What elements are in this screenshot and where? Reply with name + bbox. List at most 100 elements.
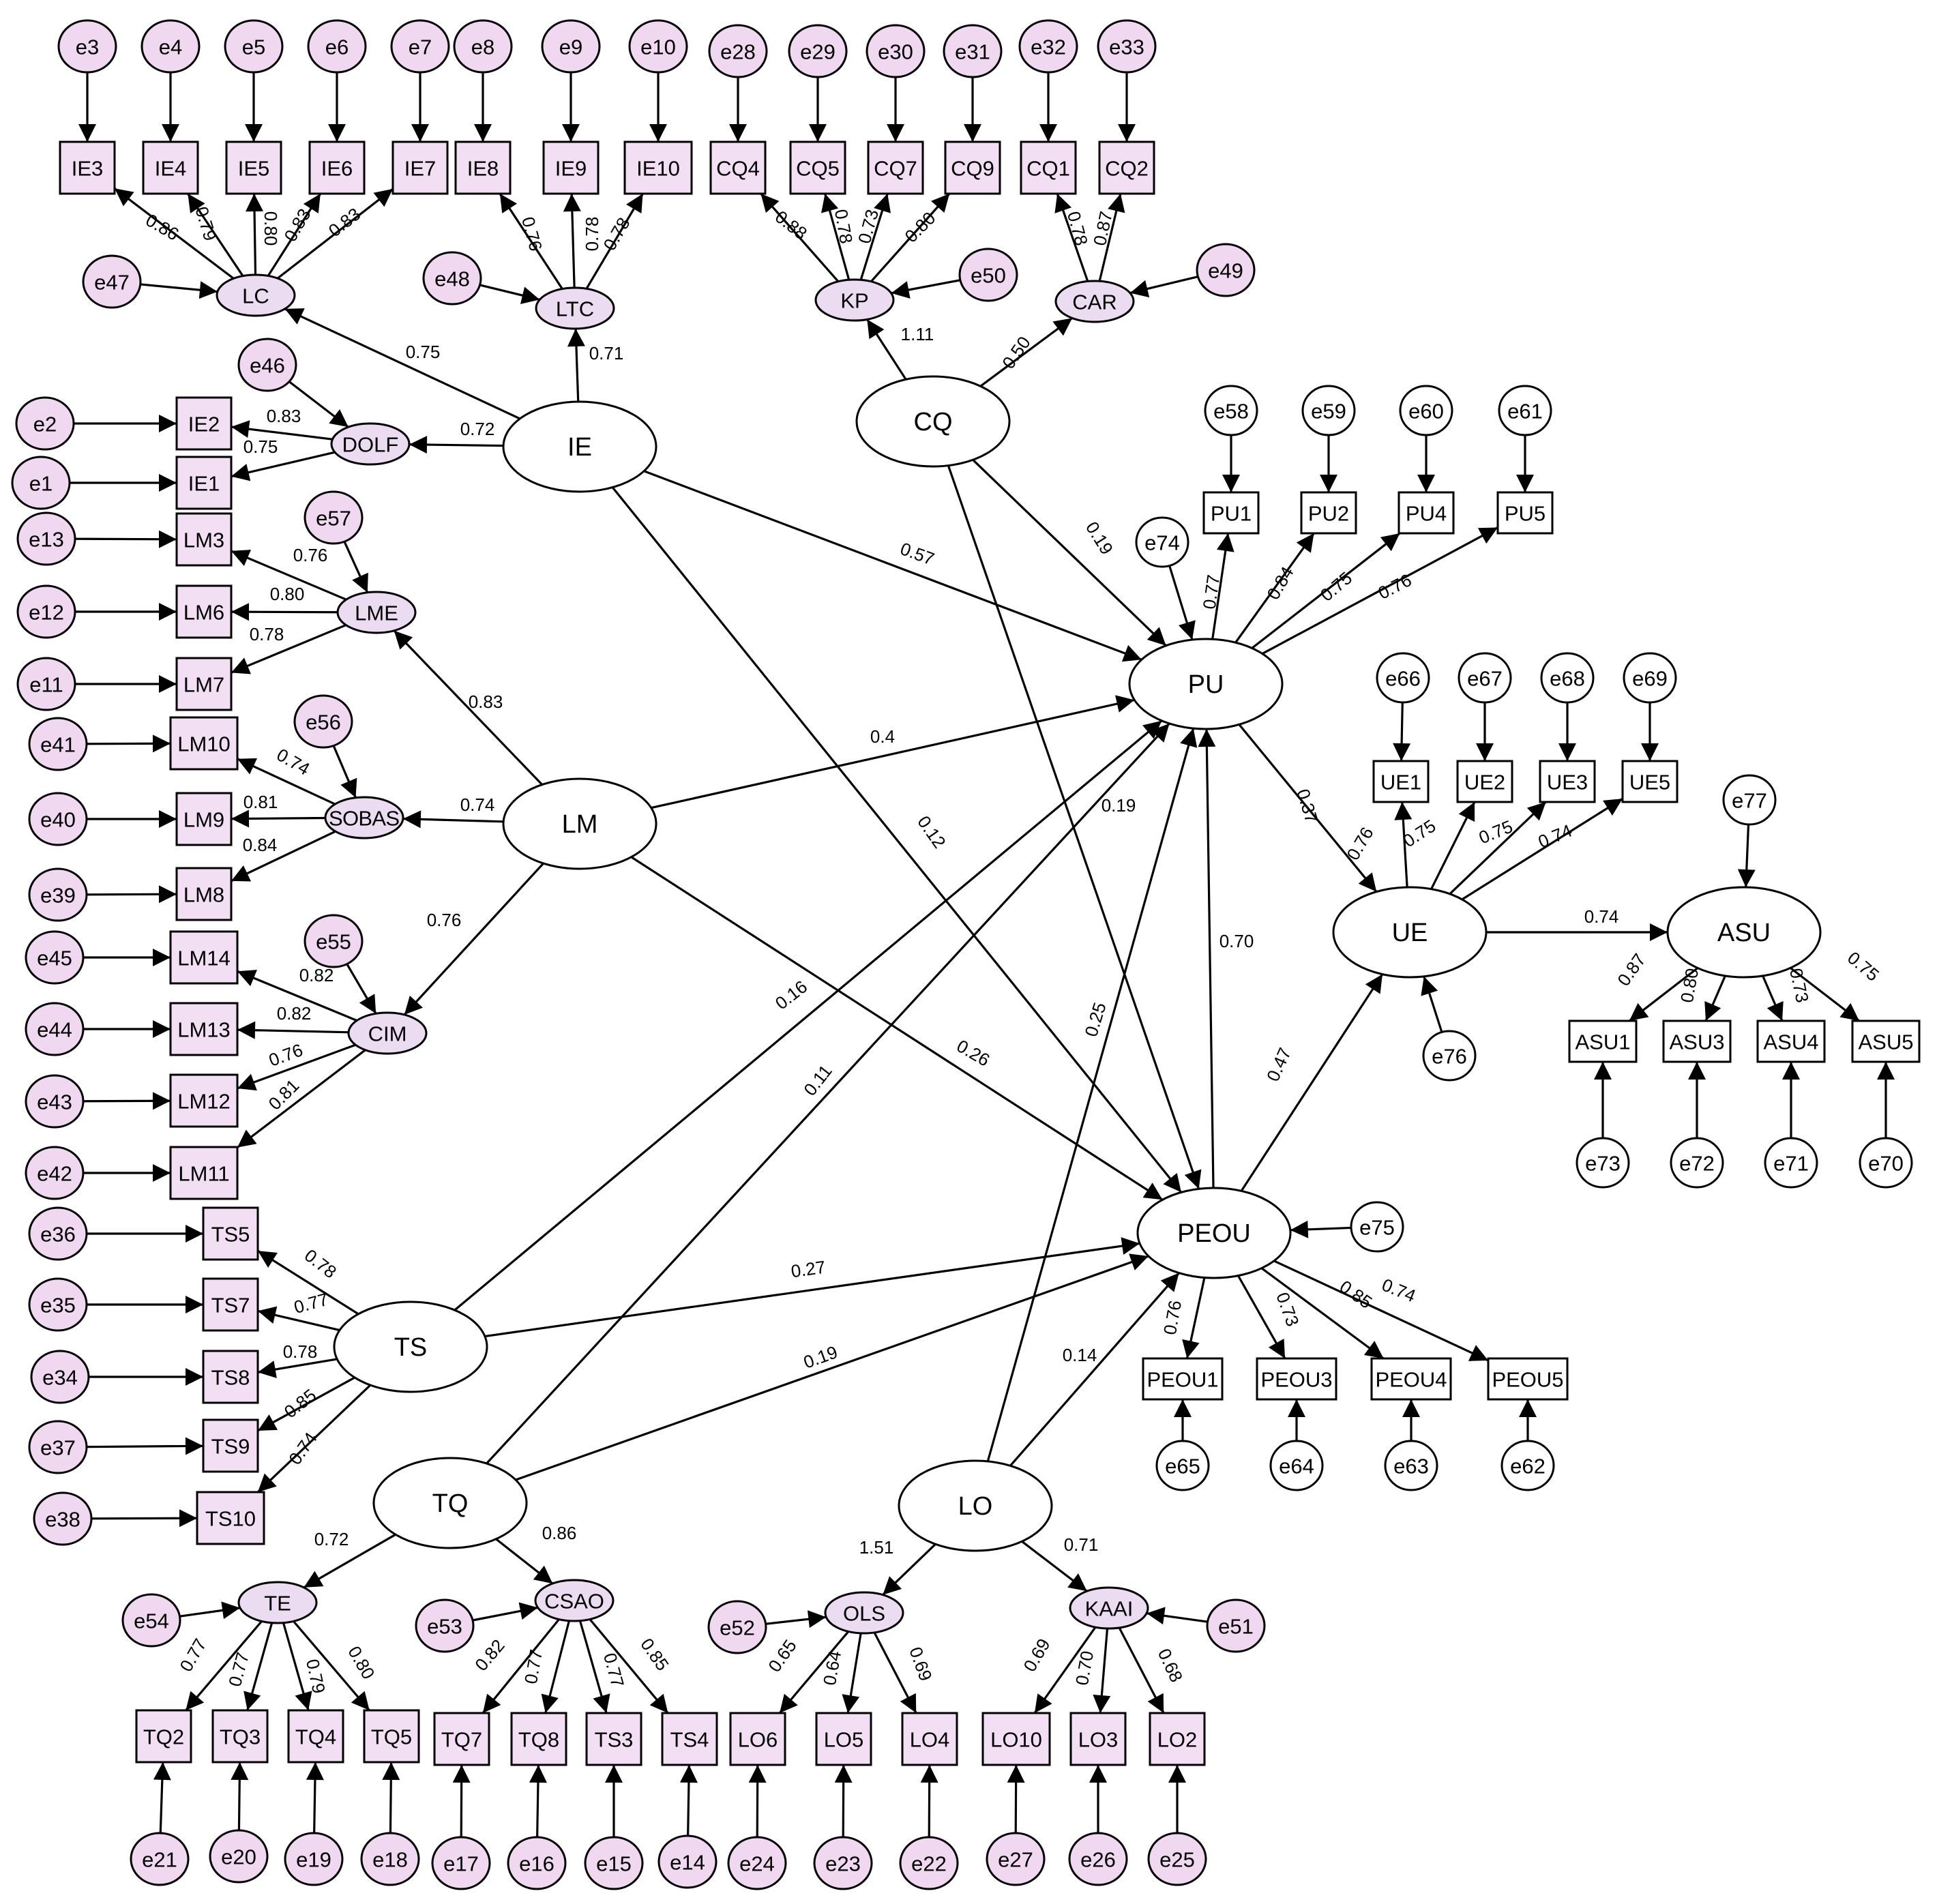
error-term-label: e63: [1393, 1455, 1429, 1478]
indicator-label: CQ2: [1105, 157, 1149, 181]
path-asu-to-asu4: [1762, 975, 1784, 1022]
error-term-node-e37: e37: [28, 1420, 88, 1474]
error-term-node-e13: e13: [16, 511, 76, 566]
error-term-shape: [28, 1277, 88, 1332]
indicator-shape: [391, 140, 449, 195]
coefficient-label: 0.78: [599, 214, 634, 254]
indicator-label: IE6: [321, 157, 353, 181]
indicator-shape: [1568, 1020, 1638, 1063]
coefficient-label: 0.77: [175, 1635, 210, 1676]
path-e14-to-ts4: [679, 1764, 698, 1836]
path-ts-to-ts5: [257, 1249, 359, 1315]
path-car-to-cq1: [1054, 193, 1089, 282]
path-e74-to-pu: [1168, 565, 1196, 640]
indicator-node-peou4: PEOU4: [1370, 1357, 1452, 1401]
indicator-label: TS8: [211, 1366, 250, 1390]
latent-shape: [1128, 638, 1284, 730]
indicator-node-cq5: CQ5: [789, 140, 846, 195]
error-term-node-e15: e15: [584, 1836, 644, 1890]
path-e18-to-tq5: [382, 1761, 400, 1834]
error-term-shape: [307, 19, 367, 74]
error-term-label: e41: [40, 733, 76, 757]
path-te-to-tq3: [243, 1622, 273, 1711]
coefficient-label: 0.78: [582, 217, 602, 252]
error-term-shape: [1301, 385, 1356, 436]
indicator-node-ts10: TS10: [196, 1491, 265, 1545]
error-term-shape: [237, 338, 297, 392]
error-term-node-e41: e41: [28, 717, 88, 771]
error-term-node-e22: e22: [899, 1836, 959, 1890]
path-cq-to-car: [979, 317, 1073, 387]
error-term-node-e4: e4: [141, 19, 201, 74]
indicator-label: LM13: [177, 1018, 231, 1042]
path-te-to-tq2: [185, 1620, 263, 1712]
coefficient-label: 0.78: [301, 1245, 340, 1283]
latent-label: TQ: [432, 1489, 469, 1518]
path-tq-to-pu: [486, 722, 1170, 1465]
path-pu-to-pu5: [1262, 526, 1498, 655]
indicator-shape: [196, 1491, 265, 1545]
latent-label: OLS: [843, 1602, 885, 1626]
coefficient-label: 0.85: [280, 1385, 320, 1423]
error-term-shape: [1722, 774, 1777, 826]
indicator-shape: [1662, 1020, 1732, 1063]
error-term-node-e68: e68: [1540, 652, 1595, 704]
coefficient-label: 0.75: [243, 436, 278, 457]
error-term-node-e10: e10: [628, 19, 688, 74]
error-term-shape: [130, 1832, 190, 1886]
indicator-shape: [1098, 140, 1155, 195]
error-term-shape: [866, 24, 926, 78]
coefficient-label: 0.86: [542, 1523, 577, 1543]
indicator-node-lm14: LM14: [169, 930, 239, 985]
coefficient-label: 0.77: [520, 1648, 546, 1685]
path-e17-to-tq7: [452, 1764, 471, 1838]
indicator-label: IE1: [188, 472, 220, 496]
error-term-shape: [422, 251, 482, 306]
coefficient-label: 0.65: [764, 1636, 801, 1676]
indicator-node-peou1: PEOU1: [1142, 1357, 1224, 1401]
indicator-shape: [1756, 1020, 1826, 1063]
error-term-label: e47: [94, 271, 130, 295]
error-term-node-e47: e47: [82, 254, 142, 309]
path-e54-to-te: [179, 1601, 241, 1620]
error-term-label: e4: [159, 35, 182, 59]
error-term-label: e34: [42, 1366, 78, 1390]
latent-node-lc: LC: [216, 273, 296, 317]
error-term-node-e19: e19: [284, 1832, 344, 1886]
error-term-shape: [1155, 1440, 1210, 1491]
error-term-node-e73: e73: [1576, 1137, 1630, 1189]
latent-node-cq: CQ: [855, 375, 1011, 468]
error-term-shape: [16, 657, 76, 711]
coefficient-label: 0.68: [1154, 1646, 1187, 1686]
error-term-shape: [708, 24, 768, 78]
indicator-label: IE3: [72, 157, 104, 181]
indicator-node-ts7: TS7: [202, 1277, 259, 1332]
error-term-node-e71: e71: [1764, 1137, 1818, 1189]
error-term-node-e24: e24: [727, 1836, 787, 1890]
indicator-label: UE1: [1380, 771, 1421, 794]
path-lm-to-pu: [651, 695, 1135, 809]
error-term-label: e8: [471, 35, 494, 59]
latent-label: CIM: [368, 1022, 407, 1046]
path-lo-to-ols: [882, 1543, 936, 1596]
error-term-node-e44: e44: [25, 1002, 85, 1056]
error-term-label: e17: [443, 1852, 479, 1876]
latent-node-lm: LM: [502, 777, 657, 870]
error-term-label: e37: [40, 1436, 76, 1460]
latent-shape: [1136, 1187, 1292, 1279]
latent-label: PU: [1188, 670, 1224, 699]
indicator-node-pu4: PU4: [1398, 491, 1455, 535]
coefficient-label: 0.76: [1159, 1298, 1185, 1336]
latent-node-lme: LME: [336, 591, 417, 634]
latent-node-pu: PU: [1128, 638, 1284, 730]
latent-label: IE: [567, 433, 592, 462]
indicator-node-asu3: ASU3: [1662, 1020, 1732, 1063]
indicator-shape: [1256, 1357, 1337, 1401]
error-term-label: e56: [306, 711, 341, 734]
indicator-node-ts9: TS9: [202, 1418, 259, 1473]
path-cq-to-kp: [866, 318, 907, 381]
error-term-node-e36: e36: [28, 1206, 88, 1261]
coefficient-label: 0.77: [1199, 574, 1224, 610]
indicator-node-ts3: TS3: [585, 1712, 642, 1766]
error-term-label: e45: [37, 947, 72, 970]
